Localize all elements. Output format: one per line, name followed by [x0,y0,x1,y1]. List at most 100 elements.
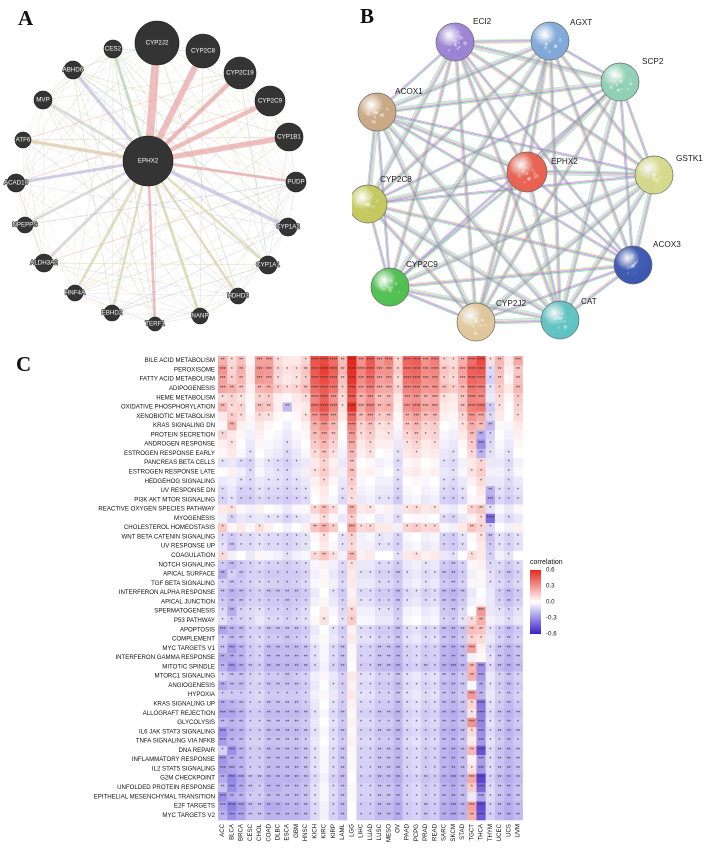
heatmap-cell [513,560,523,570]
significance-asterisks: ** [276,812,280,818]
significance-asterisks: ** [267,385,271,391]
significance-asterisks: * [259,729,261,735]
significance-asterisks: ** [507,710,511,716]
heatmap-cell [402,578,413,589]
heatmap-cell [282,411,293,422]
significance-asterisks: ** [461,701,465,707]
heatmap-cell [393,578,403,589]
heatmap-cell [245,643,256,654]
heatmap-cell [421,708,431,719]
heatmap-cell [236,467,246,477]
heatmap-cell [328,680,339,691]
heatmap-cell [291,550,302,561]
heatmap-cell [218,643,228,654]
significance-asterisks: ** [461,757,465,763]
heatmap-cell [485,541,496,552]
heatmap-cell [337,625,348,635]
significance-asterisks: ** [387,812,391,818]
heatmap-cell [236,430,246,440]
significance-asterisks: * [480,515,482,521]
heatmap-cell [218,671,228,682]
heatmap-cell [227,476,237,487]
significance-asterisks: * [379,720,381,726]
heatmap-cell [291,356,302,366]
heatmap-cell [448,782,459,793]
protein-node-label: ACOX3 [653,240,681,249]
significance-asterisks: * [397,367,399,373]
heatmap-cell [393,597,403,607]
heatmap-cell [384,569,394,580]
heatmap-cell [291,597,302,607]
heatmap-cell [421,495,431,505]
significance-asterisks: *** [386,367,392,373]
heatmap-cell [411,699,422,709]
significance-asterisks: *** [220,710,226,716]
significance-asterisks: **** [468,358,476,364]
significance-asterisks: ** [221,812,225,818]
heatmap-cell [254,615,265,626]
significance-asterisks: ** [451,655,455,661]
heatmap-cell [356,680,366,691]
heatmap-cell [421,541,431,552]
significance-asterisks: **** [468,385,476,391]
heatmap-cell [254,745,265,756]
heatmap-cell [411,792,422,802]
significance-asterisks: **** [366,385,374,391]
significance-asterisks: * [295,617,297,623]
heatmap-cell [430,356,440,366]
heatmap-cell [218,383,228,394]
significance-asterisks: ** [442,803,446,809]
heatmap-cell [236,625,246,635]
heatmap-cell [494,430,505,440]
heatmap-cell [337,411,348,422]
heatmap-cell [467,634,477,644]
heatmap-cell [301,801,311,812]
heatmap-cell [513,485,523,496]
heatmap-cell [374,365,385,375]
significance-asterisks: * [415,738,417,744]
significance-asterisks: * [452,478,454,484]
heatmap-row-label: HYPOXIA [188,691,216,698]
significance-asterisks: * [369,627,371,633]
heatmap-cell [282,782,293,793]
heatmap-cell [245,671,256,682]
heatmap-cell [319,356,330,366]
heatmap-cell [411,634,422,644]
significance-asterisks: * [305,395,307,401]
significance-asterisks: * [434,738,436,744]
heatmap-cell [301,374,311,385]
significance-asterisks: * [517,682,519,688]
significance-asterisks: * [434,645,436,651]
heatmap-cell [421,458,431,468]
heatmap-cell [421,485,431,496]
heatmap-cell [448,662,459,672]
heatmap-cell [402,495,413,505]
heatmap-cell [430,420,440,431]
significance-asterisks: * [351,478,353,484]
significance-asterisks: * [406,710,408,716]
heatmap-cell [411,810,422,821]
heatmap-cell [227,717,237,728]
gene-node: HDHD3 [227,287,250,305]
significance-asterisks: * [342,404,344,410]
significance-asterisks: * [277,376,279,382]
heatmap-cell [273,467,283,477]
significance-asterisks: ** [461,803,465,809]
heatmap-cell [439,485,450,496]
heatmap-cell [384,727,394,737]
heatmap-cell [504,606,514,617]
heatmap-cell [301,541,311,552]
heatmap-cell [393,634,403,644]
heatmap-cell [301,782,311,793]
heatmap-cell [485,569,496,580]
heatmap-cell [448,755,459,765]
heatmap-cell [236,662,246,672]
significance-asterisks: * [508,534,510,540]
heatmap-cell [319,615,330,626]
heatmap-cell [365,671,376,682]
heatmap-cell [448,597,459,607]
significance-asterisks: * [295,571,297,577]
significance-asterisks: * [425,785,427,791]
heatmap-cell [328,411,339,422]
heatmap-cell [467,560,477,570]
